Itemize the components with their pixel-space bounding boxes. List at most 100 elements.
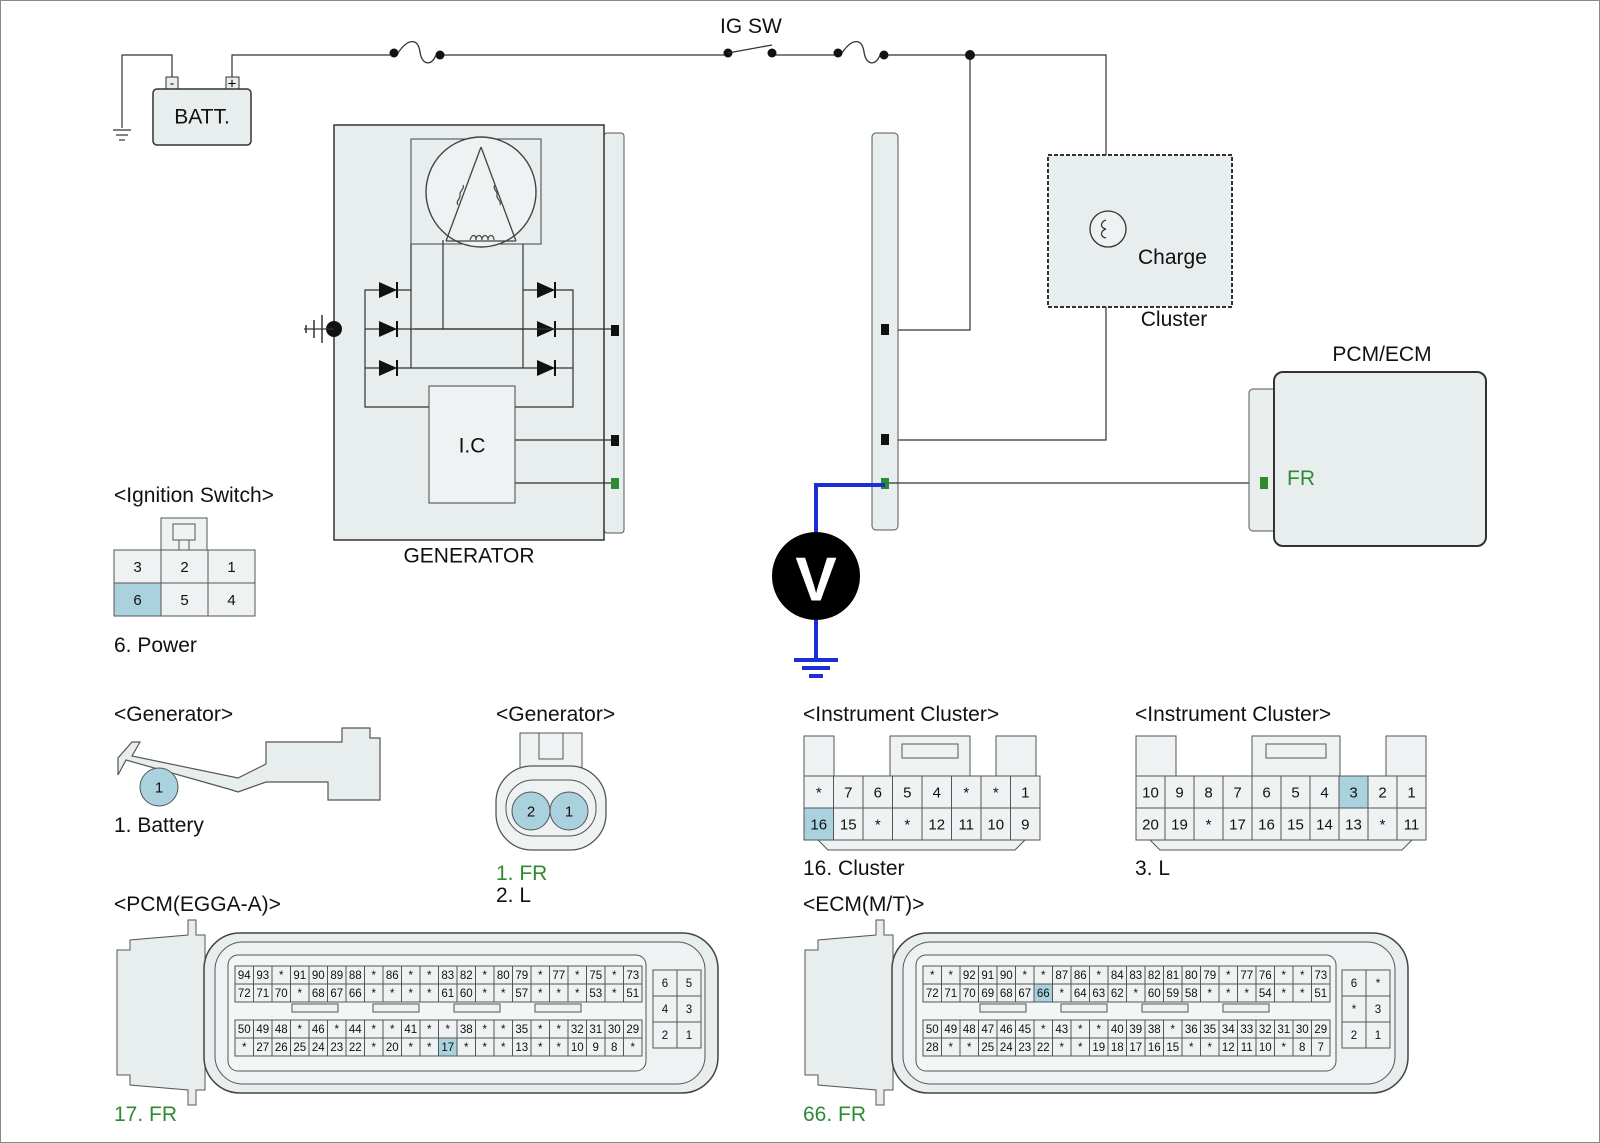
pin-label: 8 <box>611 1042 617 1054</box>
gen-terminal-pin: 1 <box>155 780 163 797</box>
pin-label: * <box>949 1042 954 1054</box>
pin-label: * <box>575 988 580 1000</box>
pin-label: 32 <box>1259 1024 1272 1036</box>
pin-label: * <box>409 988 414 1000</box>
pin-cell <box>803 775 834 809</box>
pin-label: 4 <box>1320 785 1328 802</box>
key-slot <box>453 1003 501 1013</box>
pin-label: 3 <box>1349 785 1357 802</box>
pin-cell <box>1309 807 1340 841</box>
pin-label: 6 <box>1351 978 1357 990</box>
cluster-box <box>1047 154 1233 308</box>
key-slot <box>1060 1003 1108 1013</box>
pin-label: 91 <box>981 970 994 982</box>
pin-label: 57 <box>515 988 528 1000</box>
pin-label: * <box>1282 970 1287 982</box>
pin-label: 11 <box>1241 1042 1253 1054</box>
cluster-harness-connector <box>871 132 1262 531</box>
pin-label: * <box>390 1024 395 1036</box>
cluster-b-title: <Instrument Cluster> <box>1135 703 1331 726</box>
ignition-switch-caption: 6. Power <box>114 634 197 657</box>
pin-label: 31 <box>589 1024 602 1036</box>
pin-label: 73 <box>626 970 639 982</box>
gen-connector-pin-2: 2 <box>527 804 535 821</box>
pin-label: 30 <box>608 1024 621 1036</box>
pin-label: 80 <box>497 970 510 982</box>
charge-lamp-icon <box>1089 210 1127 248</box>
pin-label: 49 <box>944 1024 957 1036</box>
pin-cell <box>1341 969 1367 997</box>
pin-label: * <box>538 1042 543 1054</box>
key-slot <box>291 1003 339 1013</box>
pin-label: 48 <box>963 1024 976 1036</box>
pcm-egga-title: <PCM(EGGA-A)> <box>114 893 281 916</box>
pin-label: 35 <box>515 1024 528 1036</box>
pin-label: 77 <box>1240 970 1253 982</box>
pin-cell <box>207 549 256 584</box>
pin-label: * <box>1134 988 1139 1000</box>
pin-label: * <box>427 1042 432 1054</box>
pcm-ecm-fr-pin: FR <box>1287 467 1315 490</box>
pin-cell <box>1396 807 1427 841</box>
generator-terminal: 1 <box>117 727 381 807</box>
pcm-egga-caption: 17. FR <box>114 1103 177 1126</box>
pin-label: * <box>1206 817 1212 834</box>
pin-label: 58 <box>1185 988 1198 1000</box>
pin-label: * <box>1282 988 1287 1000</box>
pin-label: * <box>483 1024 488 1036</box>
pin-label: 9 <box>1021 817 1029 834</box>
pin-label: 1 <box>1375 1030 1381 1042</box>
pin-label: 17 <box>441 1042 454 1054</box>
battery: BATT. - + <box>152 76 252 146</box>
pin-cell <box>623 983 643 1003</box>
pin-cell <box>951 807 982 841</box>
pin-label: 48 <box>275 1024 288 1036</box>
pin-label: * <box>1060 988 1065 1000</box>
pin-label: 22 <box>349 1042 362 1054</box>
pin-label: 12 <box>1222 1042 1235 1054</box>
pin-label: 86 <box>1074 970 1087 982</box>
pin-label: 9 <box>593 1042 599 1054</box>
generator-label: GENERATOR <box>403 545 534 568</box>
pin-label: 10 <box>987 817 1004 834</box>
pin-label: * <box>483 970 488 982</box>
pin-label: * <box>501 1024 506 1036</box>
gen-connector-pin-1: 1 <box>565 804 573 821</box>
pin-label: 6 <box>662 978 668 990</box>
pin-label: * <box>1226 988 1231 1000</box>
pin-label: * <box>993 785 999 802</box>
pin-cell <box>113 549 162 584</box>
pin-label: 4 <box>933 785 941 802</box>
pin-cell <box>980 807 1011 841</box>
pin-cell <box>921 807 952 841</box>
charge-lamp-label: Charge <box>1138 246 1207 269</box>
pin-label: 62 <box>1111 988 1124 1000</box>
pin-label: * <box>372 970 377 982</box>
ignition-switch-icon <box>723 44 777 58</box>
pin-label: * <box>904 817 910 834</box>
pin-label: * <box>1097 970 1102 982</box>
pin-label: * <box>427 1024 432 1036</box>
pin-label: 86 <box>386 970 399 982</box>
pin-label: 22 <box>1037 1042 1050 1054</box>
pin-label: * <box>930 970 935 982</box>
pin-label: 93 <box>256 970 269 982</box>
pin-label: 38 <box>1148 1024 1161 1036</box>
pin-label: * <box>1282 1042 1287 1054</box>
pin-label: 84 <box>1111 970 1124 982</box>
pin-label: 3 <box>133 559 141 576</box>
pin-label: 7 <box>844 785 852 802</box>
key-slot <box>372 1003 420 1013</box>
pin-cell <box>1341 1021 1367 1049</box>
pin-label: 60 <box>1148 988 1161 1000</box>
pin-label: 46 <box>1000 1024 1013 1036</box>
pin-label: 2 <box>1351 1030 1357 1042</box>
pin-label: * <box>409 1042 414 1054</box>
pin-label: * <box>538 988 543 1000</box>
pin-label: 79 <box>515 970 528 982</box>
pin-label: 32 <box>571 1024 584 1036</box>
pin-label: 2 <box>662 1030 668 1042</box>
cluster-b-connector-shell <box>1135 735 1427 851</box>
junction-dot <box>965 50 975 60</box>
